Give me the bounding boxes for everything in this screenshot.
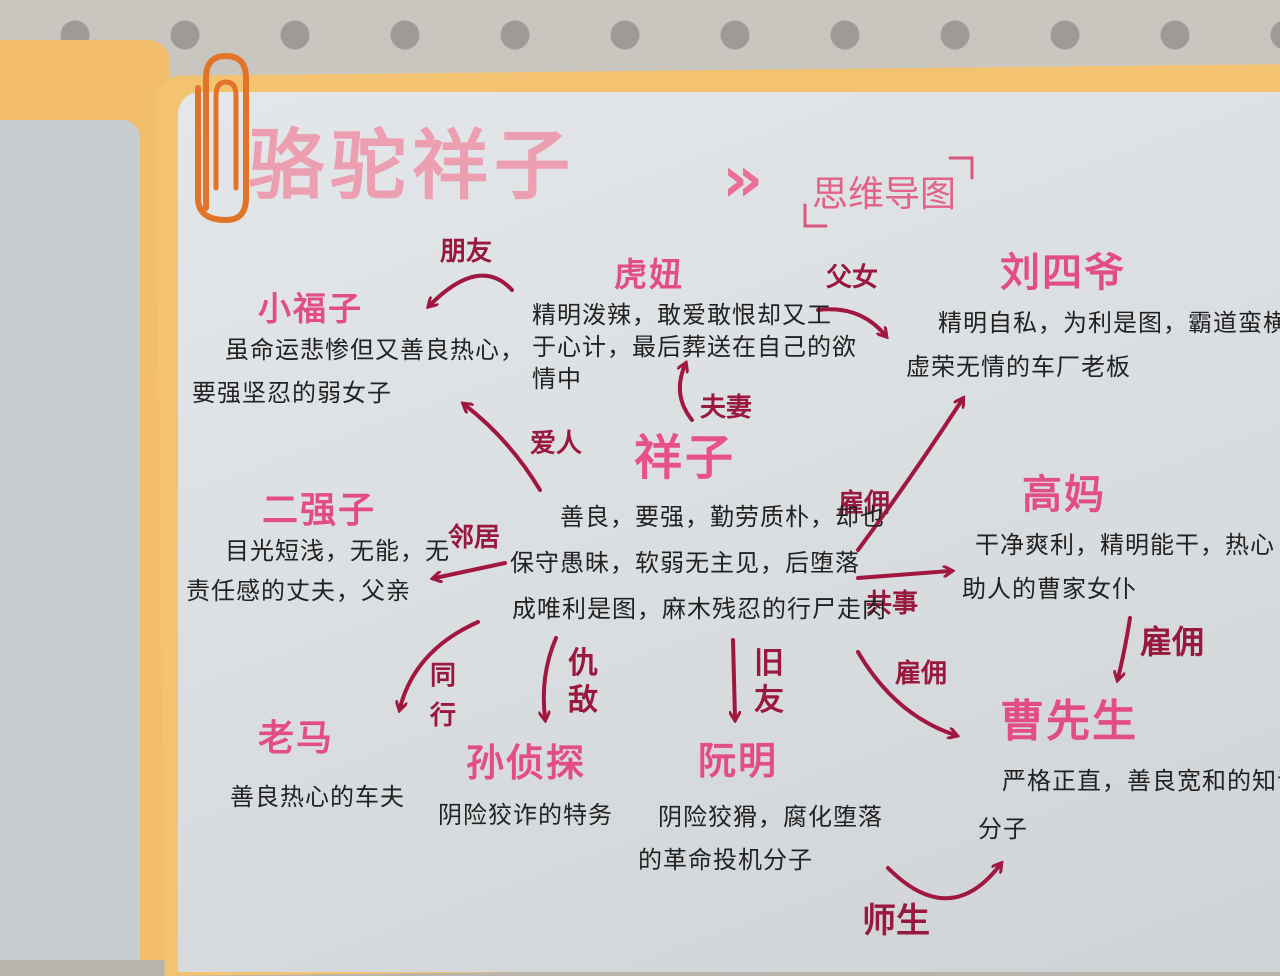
relation-label-jiuyou-2: 友: [754, 683, 784, 718]
node-gaoma-desc-1: 干净爽利，精明能干，热心: [975, 531, 1275, 559]
relation-label-guyong-liusiye: 雇佣: [838, 489, 891, 519]
relation-label-airen: 爱人: [530, 429, 583, 459]
node-huniu-desc-2: 于心计，最后葬送在自己的欲: [532, 333, 857, 361]
node-caoxiansheng-desc-2: 分子: [978, 815, 1028, 843]
arrow-fuqi: [680, 365, 694, 422]
relation-label-shisheng: 师生: [862, 901, 930, 941]
relation-label-choudi-1: 仇: [568, 646, 598, 681]
node-xiangzi-desc-2: 保守愚昧，软弱无主见，后堕落: [510, 549, 860, 577]
node-laoma-name: 老马: [258, 718, 335, 759]
node-xiangzi-desc-1: 善良，要强，勤劳质朴，却也: [560, 503, 885, 531]
node-huniu-desc-1: 精明泼辣，敢爱敢恨却又工: [532, 301, 832, 329]
arrow-pengyou: [430, 273, 514, 305]
folder-back-sheet: [0, 120, 140, 960]
relation-label-tonghang-2: 行: [430, 701, 457, 731]
arrow-guyong-liusiye: [856, 400, 962, 552]
relation-label-guyong-gaoma: 雇佣: [1140, 623, 1205, 661]
relation-label-tonghang-1: 同: [430, 661, 457, 691]
node-sunzhentan-desc-1: 阴险狡诈的特务: [438, 801, 613, 829]
page-subtitle: 思维导图: [812, 174, 957, 215]
node-xiaofuzi-desc-1: 虽命运悲惨但又善良热心，: [225, 336, 525, 364]
arrow-guyong-xiangzi-cao: [856, 650, 955, 735]
arrow-linju: [435, 561, 507, 578]
relation-label-gongshi: 共事: [866, 589, 919, 619]
node-ruanming-desc-1: 阴险狡猾，腐化堕落: [658, 803, 883, 831]
node-ruanming-desc-2: 的革命投机分子: [638, 846, 813, 874]
node-liusiye-desc-2: 虚荣无情的车厂老板: [906, 353, 1131, 381]
relation-label-guyong-cao: 雇佣: [895, 659, 948, 689]
node-xiaofuzi-desc-2: 要强坚忍的弱女子: [192, 379, 392, 407]
node-xiangzi-desc-3: 成唯利是图，麻木残忍的行尸走肉: [512, 595, 887, 623]
arrow-funv: [816, 307, 885, 335]
arrow-jiuyou: [733, 638, 735, 718]
node-erqiangzi-desc-1: 目光短浅，无能，无: [225, 537, 450, 565]
relation-label-pengyou: 朋友: [440, 237, 493, 267]
arrow-tonghang: [400, 620, 480, 708]
node-caoxiansheng-name: 曹先生: [1000, 696, 1138, 747]
node-liusiye-name: 刘四爷: [1000, 250, 1126, 296]
node-ruanming-name: 阮明: [698, 739, 779, 783]
relation-label-linju: 邻居: [448, 523, 501, 553]
arrow-gongshi: [856, 571, 950, 580]
arrow-airen: [465, 405, 542, 492]
node-xiaofuzi-name: 小福子: [258, 289, 363, 328]
node-caoxiansheng-desc-1: 严格正直，善良宽和的知识: [1002, 767, 1280, 795]
arrow-shisheng: [886, 865, 1000, 901]
node-sunzhentan-name: 孙侦探: [466, 741, 587, 785]
relation-label-fuqi: 夫妻: [700, 393, 753, 423]
node-xiangzi-name: 祥子: [634, 430, 737, 486]
node-liusiye-desc-1: 精明自私，为利是图，霸道蛮横，: [938, 309, 1280, 337]
relation-label-funv: 父女: [826, 263, 879, 293]
node-gaoma-name: 高妈: [1022, 472, 1106, 518]
node-gaoma-desc-2: 助人的曹家女仆: [962, 575, 1137, 603]
relation-label-choudi-2: 敌: [568, 683, 598, 718]
paper-sheet: [178, 92, 1280, 972]
title-mark: »: [722, 143, 764, 217]
arrow-guyong-cao: [1118, 616, 1132, 678]
relation-label-jiuyou-1: 旧: [754, 646, 784, 681]
paperclip-icon: [195, 52, 249, 224]
node-huniu-desc-3: 情中: [532, 365, 582, 393]
node-erqiangzi-desc-2: 责任感的丈夫，父亲: [186, 577, 411, 605]
node-laoma-desc-1: 善良热心的车夫: [230, 783, 405, 811]
arrow-choudi: [544, 636, 558, 718]
page-title: 骆驼祥子: [248, 121, 576, 210]
node-huniu-name: 虎妞: [614, 255, 684, 294]
node-erqiangzi-name: 二强子: [262, 490, 377, 531]
